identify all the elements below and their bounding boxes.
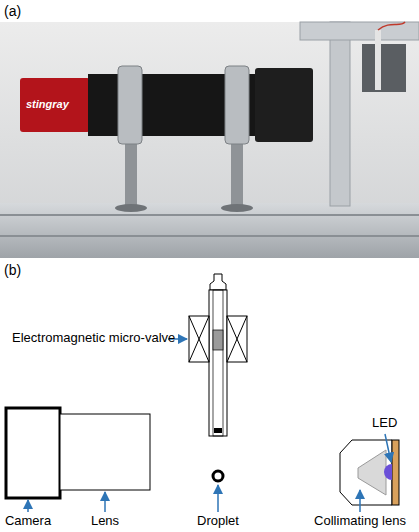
leader-arrow bbox=[217, 485, 219, 512]
leader-arrow bbox=[104, 492, 106, 512]
part-label: Collimating lens bbox=[314, 514, 406, 529]
frame-post bbox=[330, 22, 350, 206]
post-base bbox=[221, 204, 253, 212]
nozzle-tip bbox=[214, 428, 222, 433]
part-label: Electromagnetic micro-valve bbox=[12, 331, 175, 346]
coil bbox=[227, 316, 247, 362]
lens-front bbox=[255, 68, 313, 142]
wire bbox=[378, 22, 405, 30]
ring-clamp bbox=[225, 66, 249, 144]
photo-background bbox=[0, 22, 419, 258]
lens-box bbox=[60, 414, 150, 490]
frame-beam bbox=[300, 22, 419, 40]
ring-clamp bbox=[118, 66, 142, 144]
coil-cross bbox=[189, 316, 209, 362]
optical-rail bbox=[0, 203, 419, 258]
valve-tube bbox=[209, 290, 227, 436]
camera-box bbox=[6, 408, 60, 498]
panel-label: (b) bbox=[4, 262, 21, 278]
valve-holder bbox=[362, 44, 406, 92]
brand-text: stingray bbox=[26, 98, 69, 111]
camera-body bbox=[20, 78, 90, 132]
valve-bore bbox=[213, 290, 223, 436]
leader-arrow bbox=[385, 434, 391, 462]
coil bbox=[189, 316, 209, 362]
post-base bbox=[115, 204, 147, 212]
led bbox=[384, 464, 392, 480]
collimating-lens bbox=[358, 450, 386, 495]
plunger bbox=[213, 330, 223, 350]
part-label: Lens bbox=[91, 514, 119, 529]
part-label: LED bbox=[372, 416, 397, 431]
part-label: Camera bbox=[5, 514, 51, 529]
part-label: Droplet bbox=[197, 514, 239, 529]
valve-inlet bbox=[210, 274, 226, 290]
coil-cross bbox=[227, 316, 247, 362]
rail-groove bbox=[0, 235, 419, 237]
panel-label: (a) bbox=[4, 3, 21, 19]
leader-arrow bbox=[27, 500, 29, 512]
rail-groove bbox=[0, 214, 419, 216]
lamp-housing bbox=[340, 440, 392, 505]
circuit-board bbox=[392, 440, 399, 505]
valve-body bbox=[375, 30, 381, 90]
droplet bbox=[213, 471, 223, 481]
leader-arrow bbox=[359, 490, 361, 512]
